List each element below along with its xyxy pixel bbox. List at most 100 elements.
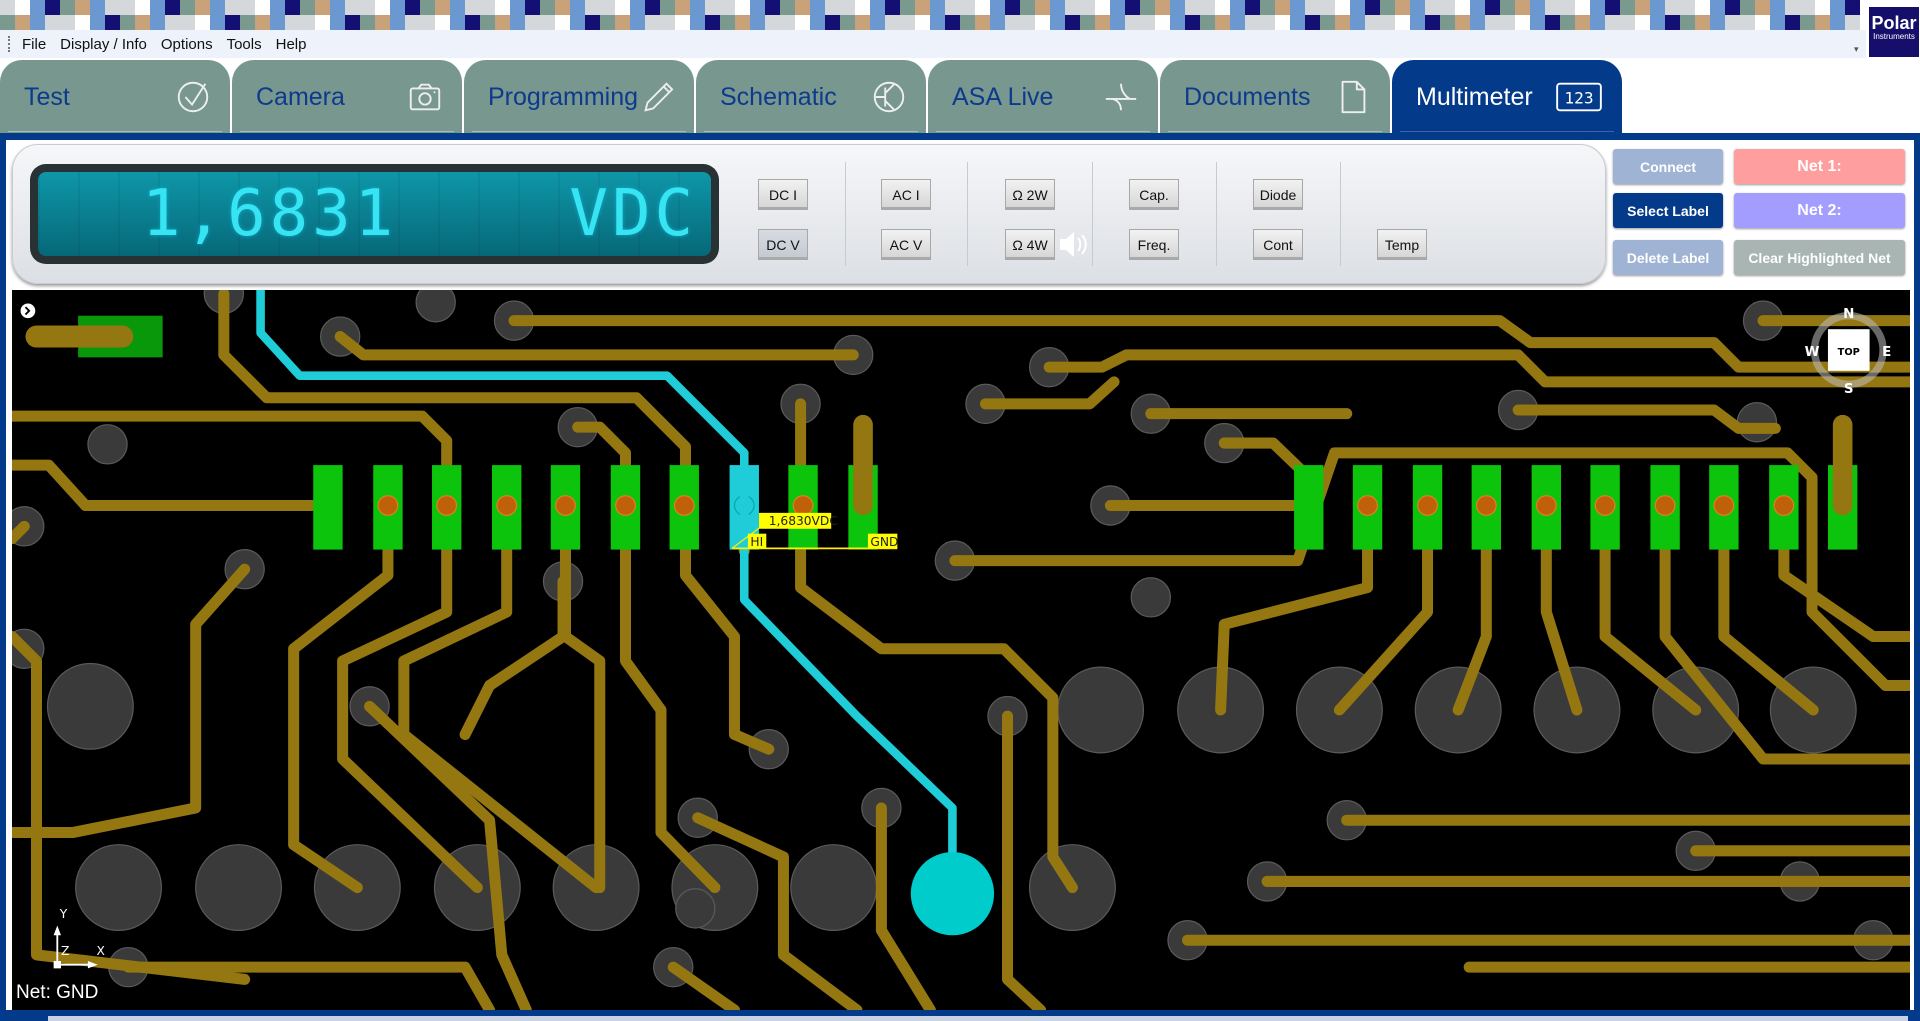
asa-curve-icon bbox=[1105, 83, 1137, 111]
svg-text:X: X bbox=[96, 944, 104, 958]
menu-help[interactable]: Help bbox=[275, 35, 307, 53]
trace bbox=[667, 961, 740, 1010]
mode-ac-voltage-button[interactable]: AC V bbox=[881, 229, 931, 260]
brand-banner bbox=[0, 0, 1866, 30]
delete-label-button[interactable]: Delete Label bbox=[1613, 240, 1723, 275]
connect-button[interactable]: Connect bbox=[1613, 149, 1723, 184]
via[interactable] bbox=[87, 424, 128, 465]
mode-capacitance-button[interactable]: Cap. bbox=[1129, 179, 1179, 210]
trace bbox=[459, 575, 569, 741]
trace bbox=[398, 500, 602, 894]
pcb-canvas[interactable]: 1,6830VDC HI GND TOP N S W E Y Z X bbox=[12, 290, 1910, 1010]
numeric-123-icon: 123 bbox=[1556, 82, 1602, 112]
mode-ac-current-button[interactable]: AC I bbox=[881, 179, 931, 210]
via[interactable] bbox=[675, 888, 716, 929]
pin-hole[interactable] bbox=[1357, 495, 1378, 516]
pin-hole[interactable] bbox=[1713, 495, 1735, 516]
pin-hole[interactable] bbox=[1475, 495, 1497, 516]
mode-diode-button[interactable]: Diode bbox=[1253, 179, 1303, 210]
tab-camera[interactable]: Camera bbox=[232, 60, 462, 134]
menu-tools[interactable]: Tools bbox=[226, 35, 262, 53]
svg-text:E: E bbox=[1882, 345, 1891, 360]
through-hole-pad[interactable] bbox=[46, 662, 134, 750]
tab-label: Multimeter bbox=[1416, 82, 1533, 111]
tab-programming[interactable]: Programming bbox=[464, 60, 694, 134]
svg-text:N: N bbox=[1843, 307, 1854, 322]
svg-text:S: S bbox=[1844, 382, 1854, 397]
reading-unit: VDC bbox=[569, 177, 697, 251]
through-hole-pad[interactable] bbox=[790, 844, 878, 932]
through-hole-pad[interactable] bbox=[75, 844, 163, 932]
svg-text:Y: Y bbox=[59, 907, 68, 921]
menu-grip[interactable] bbox=[8, 36, 10, 52]
tab-multimeter[interactable]: Multimeter 123 bbox=[1392, 60, 1622, 134]
reading-value: 1,6831 bbox=[142, 177, 398, 251]
tab-label: ASA Live bbox=[952, 82, 1054, 111]
ic-pads bbox=[313, 414, 1858, 550]
pin-hole[interactable] bbox=[555, 495, 576, 516]
trace bbox=[875, 802, 936, 1010]
tab-label: Schematic bbox=[720, 82, 837, 111]
highlighted-trace bbox=[256, 290, 957, 888]
probe-gnd: GND bbox=[870, 535, 898, 549]
ic-pad[interactable] bbox=[313, 465, 343, 550]
mode-dc-voltage-button[interactable]: DC V bbox=[758, 229, 808, 260]
mode-temperature-button[interactable]: Temp bbox=[1377, 229, 1427, 260]
trace bbox=[692, 812, 863, 1010]
pin-hole[interactable] bbox=[615, 495, 636, 516]
speaker-icon[interactable] bbox=[1058, 229, 1090, 260]
pcb-view[interactable]: 1,6830VDC HI GND TOP N S W E Y Z X bbox=[12, 290, 1910, 1010]
mode-continuity-button[interactable]: Cont bbox=[1253, 229, 1303, 260]
mode-resistance-2w-button[interactable]: Ω 2W bbox=[1005, 179, 1055, 210]
pin-hole[interactable] bbox=[792, 495, 814, 516]
mode-frequency-button[interactable]: Freq. bbox=[1129, 229, 1179, 260]
clear-highlighted-net-button[interactable]: Clear Highlighted Net bbox=[1734, 240, 1905, 275]
menu-display-info[interactable]: Display / Info bbox=[60, 35, 147, 53]
trace bbox=[122, 961, 496, 1010]
tab-asa-live[interactable]: ASA Live bbox=[928, 60, 1158, 134]
trace bbox=[1043, 349, 1910, 388]
via[interactable] bbox=[1130, 577, 1172, 618]
pin-hole[interactable] bbox=[1417, 495, 1438, 516]
tab-label: Documents bbox=[1184, 82, 1311, 111]
net1-button[interactable]: Net 1: bbox=[1734, 149, 1905, 184]
ic-pad[interactable] bbox=[1294, 465, 1324, 550]
svg-text:Z: Z bbox=[61, 944, 69, 958]
via[interactable] bbox=[1736, 402, 1778, 443]
divider bbox=[1092, 162, 1093, 266]
pin-hole[interactable] bbox=[436, 495, 458, 516]
tab-documents[interactable]: Documents bbox=[1160, 60, 1390, 134]
pin-hole[interactable] bbox=[1654, 495, 1676, 516]
highlighted-pad[interactable] bbox=[910, 852, 995, 936]
pin-hole[interactable] bbox=[673, 495, 695, 516]
pin-hole[interactable] bbox=[377, 495, 399, 516]
tab-schematic[interactable]: Schematic bbox=[696, 60, 926, 134]
net2-button[interactable]: Net 2: bbox=[1734, 193, 1905, 228]
trace bbox=[1512, 404, 1781, 434]
tab-test[interactable]: Test bbox=[0, 60, 230, 134]
pin-hole[interactable] bbox=[1773, 495, 1795, 516]
through-hole-pad[interactable] bbox=[195, 844, 283, 932]
mode-resistance-4w-button[interactable]: Ω 4W bbox=[1005, 229, 1055, 260]
trace bbox=[12, 459, 334, 512]
select-label-button[interactable]: Select Label bbox=[1613, 193, 1723, 228]
collapse-toggle-icon[interactable] bbox=[20, 303, 36, 319]
toolbar-overflow-icon[interactable]: ▾ bbox=[1854, 44, 1859, 54]
pin-hole[interactable] bbox=[1535, 495, 1557, 516]
menu-options[interactable]: Options bbox=[160, 35, 213, 53]
trace bbox=[364, 700, 532, 1010]
pin-hole[interactable] bbox=[496, 495, 518, 516]
menu-file[interactable]: File bbox=[22, 35, 47, 53]
pin-hole[interactable] bbox=[1594, 495, 1616, 516]
divider bbox=[1340, 162, 1341, 266]
through-hole-pad[interactable] bbox=[1057, 666, 1145, 754]
menu-bar: File Display / Info Options Tools Help bbox=[0, 30, 1866, 58]
trace bbox=[218, 290, 775, 755]
trace bbox=[12, 520, 30, 545]
status-bar bbox=[48, 1016, 1908, 1021]
via[interactable] bbox=[415, 290, 456, 323]
divider bbox=[967, 162, 968, 266]
compass[interactable]: TOP N S W E bbox=[1805, 307, 1892, 397]
svg-text:123: 123 bbox=[1564, 89, 1593, 108]
mode-dc-current-button[interactable]: DC I bbox=[758, 179, 808, 210]
